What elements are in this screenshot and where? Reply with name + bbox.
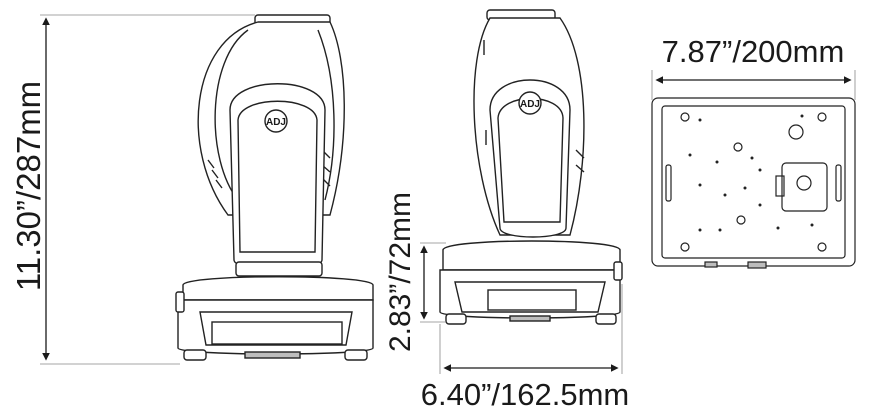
bottom-view [651,97,856,269]
front-view: ADJ [175,14,374,361]
svg-text:ADJ: ADJ [520,99,540,110]
label-base-width: 7.87”/200mm [662,34,845,69]
dimension-base-height: 2.83”/72mm [384,192,446,352]
dimension-height-total: 11.30”/287mm [10,14,255,365]
label-height-total: 11.30”/287mm [10,81,47,291]
adj-logo-front: ADJ [264,109,288,133]
adj-logo-side: ADJ [518,91,542,115]
svg-text:ADJ: ADJ [266,117,286,128]
label-width-depth: 6.40”/162.5mm [421,377,630,412]
side-view: ADJ [439,9,623,325]
dimension-width-depth: 6.40”/162.5mm [421,284,630,412]
label-base-height: 2.83”/72mm [384,192,417,352]
dimension-base-width: 7.87”/200mm [651,34,856,100]
